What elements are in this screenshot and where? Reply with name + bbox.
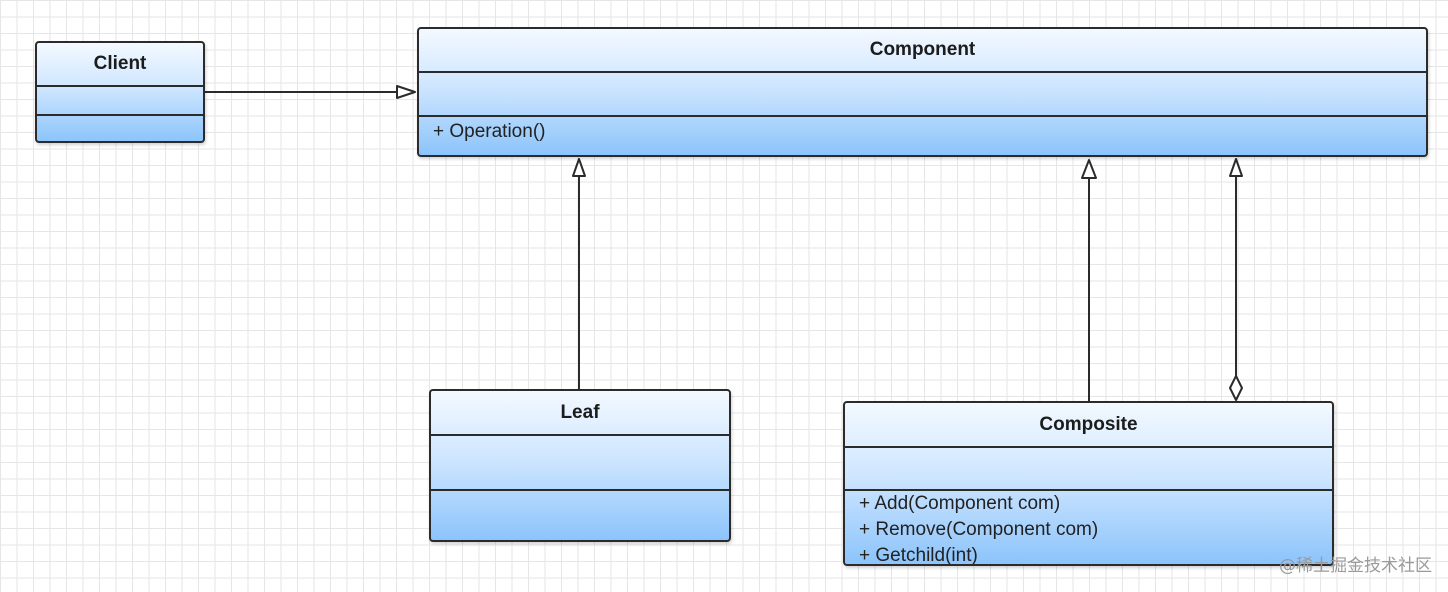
client-class-name: Client [93, 53, 147, 74]
watermark: @稀土掘金技术社区 [1279, 556, 1432, 576]
composite-operation-add: + Add(Component com) [859, 493, 1061, 514]
leaf-class-name: Leaf [560, 401, 600, 423]
composite-class[interactable]: Composite + Add(Component com) + Remove(… [843, 401, 1334, 566]
composite-class-name: Composite [1039, 413, 1138, 435]
aggregation-diamond [1229, 375, 1243, 401]
client-operations [37, 114, 203, 141]
client-attributes [37, 85, 203, 114]
component-operations: + Operation() [419, 115, 1426, 155]
association-arrowhead [396, 85, 416, 99]
composite-operation-getchild: + Getchild(int) [859, 545, 978, 566]
composite-generalization-arrowhead [1081, 159, 1097, 179]
client-class[interactable]: Client [35, 41, 205, 143]
component-operation: + Operation() [433, 121, 546, 142]
composite-operation-remove: + Remove(Component com) [859, 519, 1099, 540]
aggregation-arrowhead [1229, 158, 1243, 177]
component-class[interactable]: Component + Operation() [417, 27, 1428, 157]
composite-attributes [845, 446, 1332, 489]
component-attributes [419, 71, 1426, 115]
composite-operations: + Add(Component com) + Remove(Component … [845, 489, 1332, 566]
leaf-operations [431, 489, 729, 540]
component-class-name: Component [869, 39, 976, 60]
leaf-class[interactable]: Leaf [429, 389, 731, 542]
leaf-generalization-arrowhead [572, 158, 586, 177]
leaf-attributes [431, 434, 729, 489]
